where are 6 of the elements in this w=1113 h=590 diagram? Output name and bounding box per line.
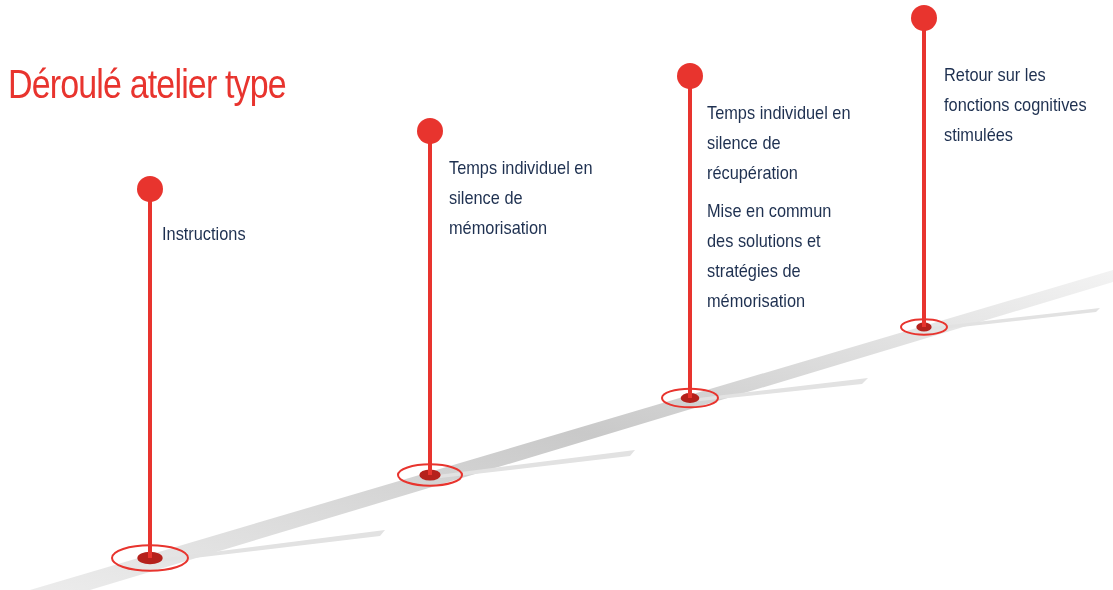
- step-text: Temps individuel en silence de récupération: [707, 101, 852, 185]
- step-text: Temps individuel en silence de mémorisation: [449, 156, 594, 240]
- step-text: Retour sur les fonctions cognitives stimulées: [944, 63, 1088, 147]
- title: Déroulé atelier type: [8, 62, 286, 107]
- step-text: Mise en commun des solutions et stratégies de mémorisation: [707, 199, 833, 313]
- step-text: Instructions: [162, 222, 247, 246]
